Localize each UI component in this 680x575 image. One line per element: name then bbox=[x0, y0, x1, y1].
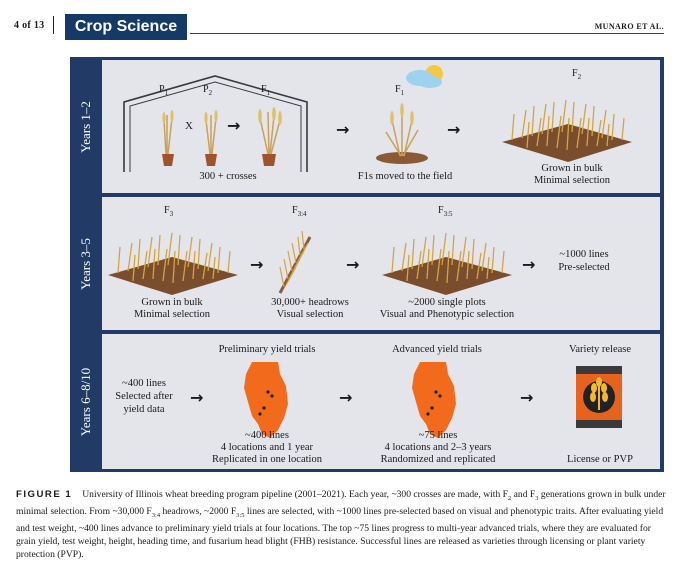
label-f1-field: F1 bbox=[395, 84, 405, 97]
title-preliminary-trials: Preliminary yield trials bbox=[218, 344, 316, 355]
arrow-right-icon: → bbox=[339, 388, 353, 407]
cross-mark: X bbox=[185, 120, 193, 132]
label-adv-3: Randomized and replicated bbox=[380, 454, 496, 465]
figure-label: FIGURE 1 bbox=[16, 489, 73, 500]
label-f3: F3 bbox=[164, 205, 174, 218]
label-prelim-2: 4 locations and 1 year bbox=[220, 442, 314, 453]
arrow-right-icon: → bbox=[522, 255, 536, 274]
year-label-2: Years 3–5 bbox=[78, 237, 94, 290]
label-plots-2: Visual and Phenotypic selection bbox=[379, 309, 515, 320]
label-plots-1: ~2000 single plots bbox=[408, 297, 486, 308]
journal-title: Crop Science bbox=[65, 14, 187, 40]
band1-illustrations bbox=[123, 65, 632, 172]
title-advanced-trials: Advanced yield trials bbox=[392, 344, 482, 355]
label-headrows-1: 30,000+ headrows bbox=[271, 297, 349, 308]
arrow-right-icon: → bbox=[346, 255, 360, 274]
header-separator bbox=[53, 16, 54, 34]
arrow-right-icon: → bbox=[227, 116, 241, 135]
illinois-map-advanced-icon bbox=[412, 362, 456, 438]
band3-illustrations bbox=[244, 362, 622, 438]
label-selected-2: Selected after bbox=[115, 391, 173, 402]
label-p2: P2 bbox=[203, 84, 213, 97]
label-selected-3: yield data bbox=[123, 404, 165, 415]
plant-p2-icon bbox=[204, 110, 218, 166]
band2-illustrations bbox=[108, 230, 512, 295]
arrow-right-icon: → bbox=[250, 255, 264, 274]
label-adv-2: 4 locations and 2–3 years bbox=[384, 442, 492, 453]
page-number: 4 of 13 bbox=[14, 20, 45, 31]
label-p1: P1 bbox=[159, 84, 169, 97]
label-prelim-1: ~400 lines bbox=[245, 430, 289, 441]
illinois-map-prelim-icon bbox=[244, 362, 288, 438]
figure-frame: Years 1–2 bbox=[70, 57, 664, 472]
year-label-3: Years 6–8/10 bbox=[78, 367, 94, 436]
arrow-right-icon: → bbox=[520, 388, 534, 407]
label-bulk-1: Grown in bulk bbox=[141, 297, 203, 308]
label-crosses: 300 + crosses bbox=[199, 171, 257, 182]
single-plots-field-icon bbox=[382, 232, 512, 295]
year-label-1: Years 1–2 bbox=[78, 100, 94, 153]
label-f1-pot: F1 bbox=[261, 84, 271, 97]
label-headrows-2: Visual selection bbox=[276, 309, 344, 320]
label-bulk-2: Minimal selection bbox=[133, 309, 211, 320]
label-bulk-2: Minimal selection bbox=[533, 175, 611, 186]
title-variety-release: Variety release bbox=[568, 344, 632, 355]
label-prelim-3: Replicated in one location bbox=[212, 454, 322, 465]
arrow-right-icon: → bbox=[447, 120, 461, 139]
bulk-field-f3-icon bbox=[108, 232, 238, 295]
headrow-icon bbox=[278, 230, 312, 294]
band-years-3-5: F3 F3:4 F3:5 → → → Grown in bulk Minimal… bbox=[102, 197, 660, 330]
plant-p1-icon bbox=[162, 110, 174, 166]
band-years-6-10: Preliminary yield trials Advanced yield … bbox=[102, 334, 660, 469]
arrow-right-icon: → bbox=[190, 388, 204, 407]
label-f34: F3:4 bbox=[292, 205, 307, 218]
label-f35: F3:5 bbox=[438, 205, 453, 218]
label-moved-to-field: F1s moved to the field bbox=[357, 171, 453, 182]
sun-cloud-icon bbox=[406, 65, 443, 88]
label-adv-1: ~75 lines bbox=[418, 430, 458, 441]
bulk-field-f2-icon bbox=[502, 99, 632, 162]
running-author: MUNARO ET AL. bbox=[594, 22, 664, 31]
seed-bag-icon bbox=[576, 366, 622, 428]
label-preselected-1: ~1000 lines bbox=[559, 249, 609, 260]
label-license: License or PVP bbox=[567, 454, 633, 465]
label-bulk-1: Grown in bulk bbox=[541, 163, 603, 174]
label-selected-1: ~400 lines bbox=[122, 378, 166, 389]
label-f2: F2 bbox=[572, 68, 582, 81]
greenhouse-icon bbox=[123, 75, 308, 172]
plant-f1-field-icon bbox=[376, 103, 428, 164]
arrow-right-icon: → bbox=[336, 120, 350, 139]
plant-f1-pot-icon bbox=[258, 107, 282, 166]
band-years-1-2: P1 P2 X F1 F1 F2 → → → 300 + crosses F1s… bbox=[102, 60, 660, 193]
header-rule bbox=[190, 33, 664, 34]
label-preselected-2: Pre-selected bbox=[558, 262, 610, 273]
